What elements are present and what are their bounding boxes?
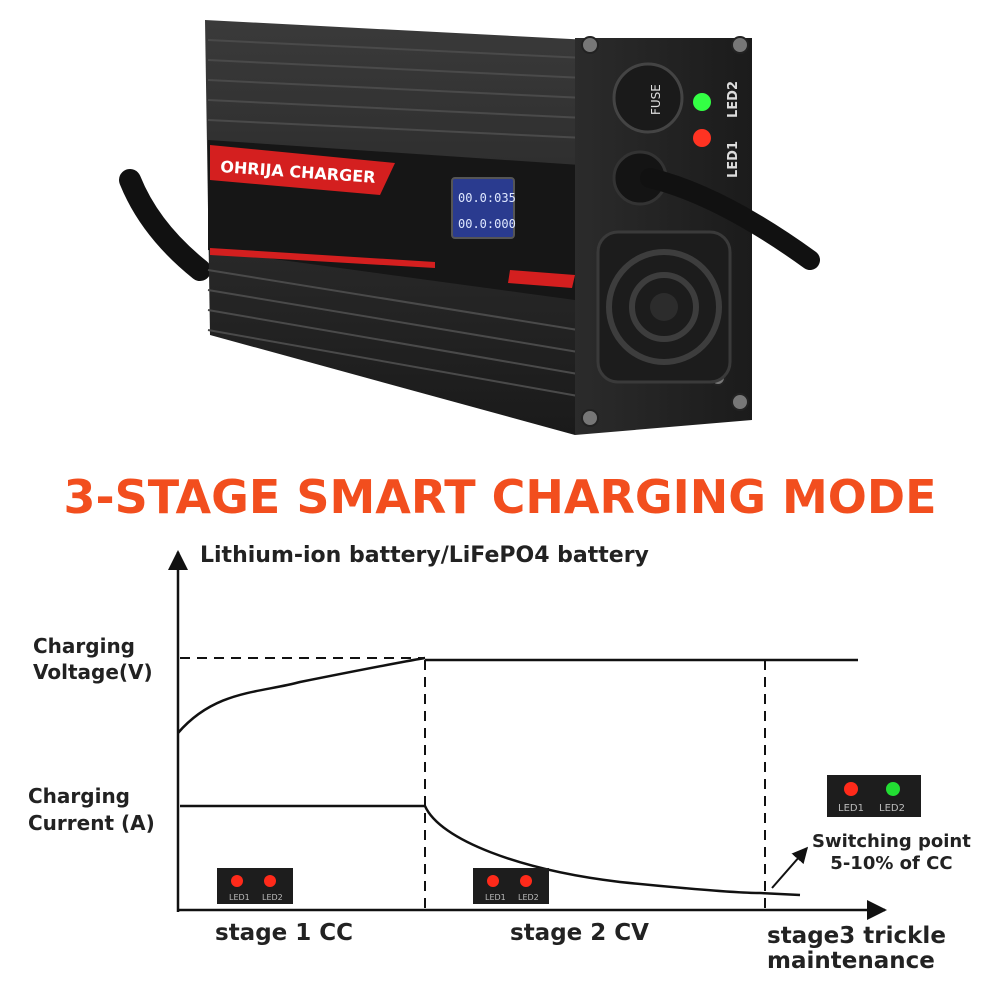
led-panel-1-led2: LED2 xyxy=(262,893,283,902)
led-panel-1-led1: LED1 xyxy=(229,893,250,902)
fuse-holder xyxy=(612,62,684,134)
power-cable-left xyxy=(119,169,211,281)
led-panel-3-led2: LED2 xyxy=(879,803,905,814)
fan-ring-outer xyxy=(606,249,722,365)
led-red xyxy=(693,129,711,147)
voltage-curve xyxy=(177,656,426,734)
voltage-label-line1: Charging xyxy=(33,634,136,658)
switching-point-arrow xyxy=(771,846,809,889)
switching-note-line1: Switching point xyxy=(812,831,971,852)
red-stripe-bottom xyxy=(210,248,435,268)
stage-3-label-line1: stage3 trickle xyxy=(767,923,946,949)
voltage-label-line2: Voltage(V) xyxy=(33,660,153,684)
display-current: 00.0:000 xyxy=(458,217,516,231)
charger-product-image: OHRIJA CHARGER 00.0:035 00.0:000 FUSE LE… xyxy=(119,20,820,435)
switching-note-line2: 5-10% of CC xyxy=(830,853,953,874)
led1-label: LED1 xyxy=(726,141,741,178)
switching-point-note: Switching point 5-10% of CC xyxy=(812,831,971,875)
stage-3-label-line2: maintenance xyxy=(767,948,935,974)
cooling-fins xyxy=(207,39,586,397)
display-voltage: 00.0:035 xyxy=(458,191,516,205)
red-stripe xyxy=(210,145,395,195)
lcd-display xyxy=(451,177,515,239)
current-label-line2: Current (A) xyxy=(28,811,155,835)
led-panel-stage3: LED1 LED2 xyxy=(827,775,921,817)
led2-label: LED2 xyxy=(726,81,741,118)
led-panel-stage2: LED1 LED2 xyxy=(473,868,549,904)
led-panel-2-led1: LED1 xyxy=(485,893,506,902)
led-panel-stage1: LED1 LED2 xyxy=(217,868,293,904)
stage-1-label: stage 1 CC xyxy=(215,920,354,946)
page-title: 3-STAGE SMART CHARGING MODE xyxy=(63,470,937,524)
fuse-label: FUSE xyxy=(649,84,663,115)
output-cable xyxy=(640,168,820,270)
stage-3-label: stage3 trickle maintenance xyxy=(767,924,946,974)
current-label-line1: Charging xyxy=(28,784,131,808)
led-panel-3-led1: LED1 xyxy=(838,803,864,814)
fan-ring-inner xyxy=(629,272,699,342)
current-axis-label: Charging Current (A) xyxy=(28,783,155,837)
led-panel-2-led2: LED2 xyxy=(518,893,539,902)
charging-diagram: LED1 LED2 LED1 LED2 LED1 LED2 xyxy=(168,550,921,920)
diagram-heading: Lithium-ion battery/LiFePO4 battery xyxy=(200,543,649,568)
stage-2-label: stage 2 CV xyxy=(510,920,649,946)
voltage-axis-label: Charging Voltage(V) xyxy=(33,633,153,685)
led-green xyxy=(693,93,711,111)
fan-hub xyxy=(650,293,678,321)
current-taper-curve xyxy=(423,805,801,897)
